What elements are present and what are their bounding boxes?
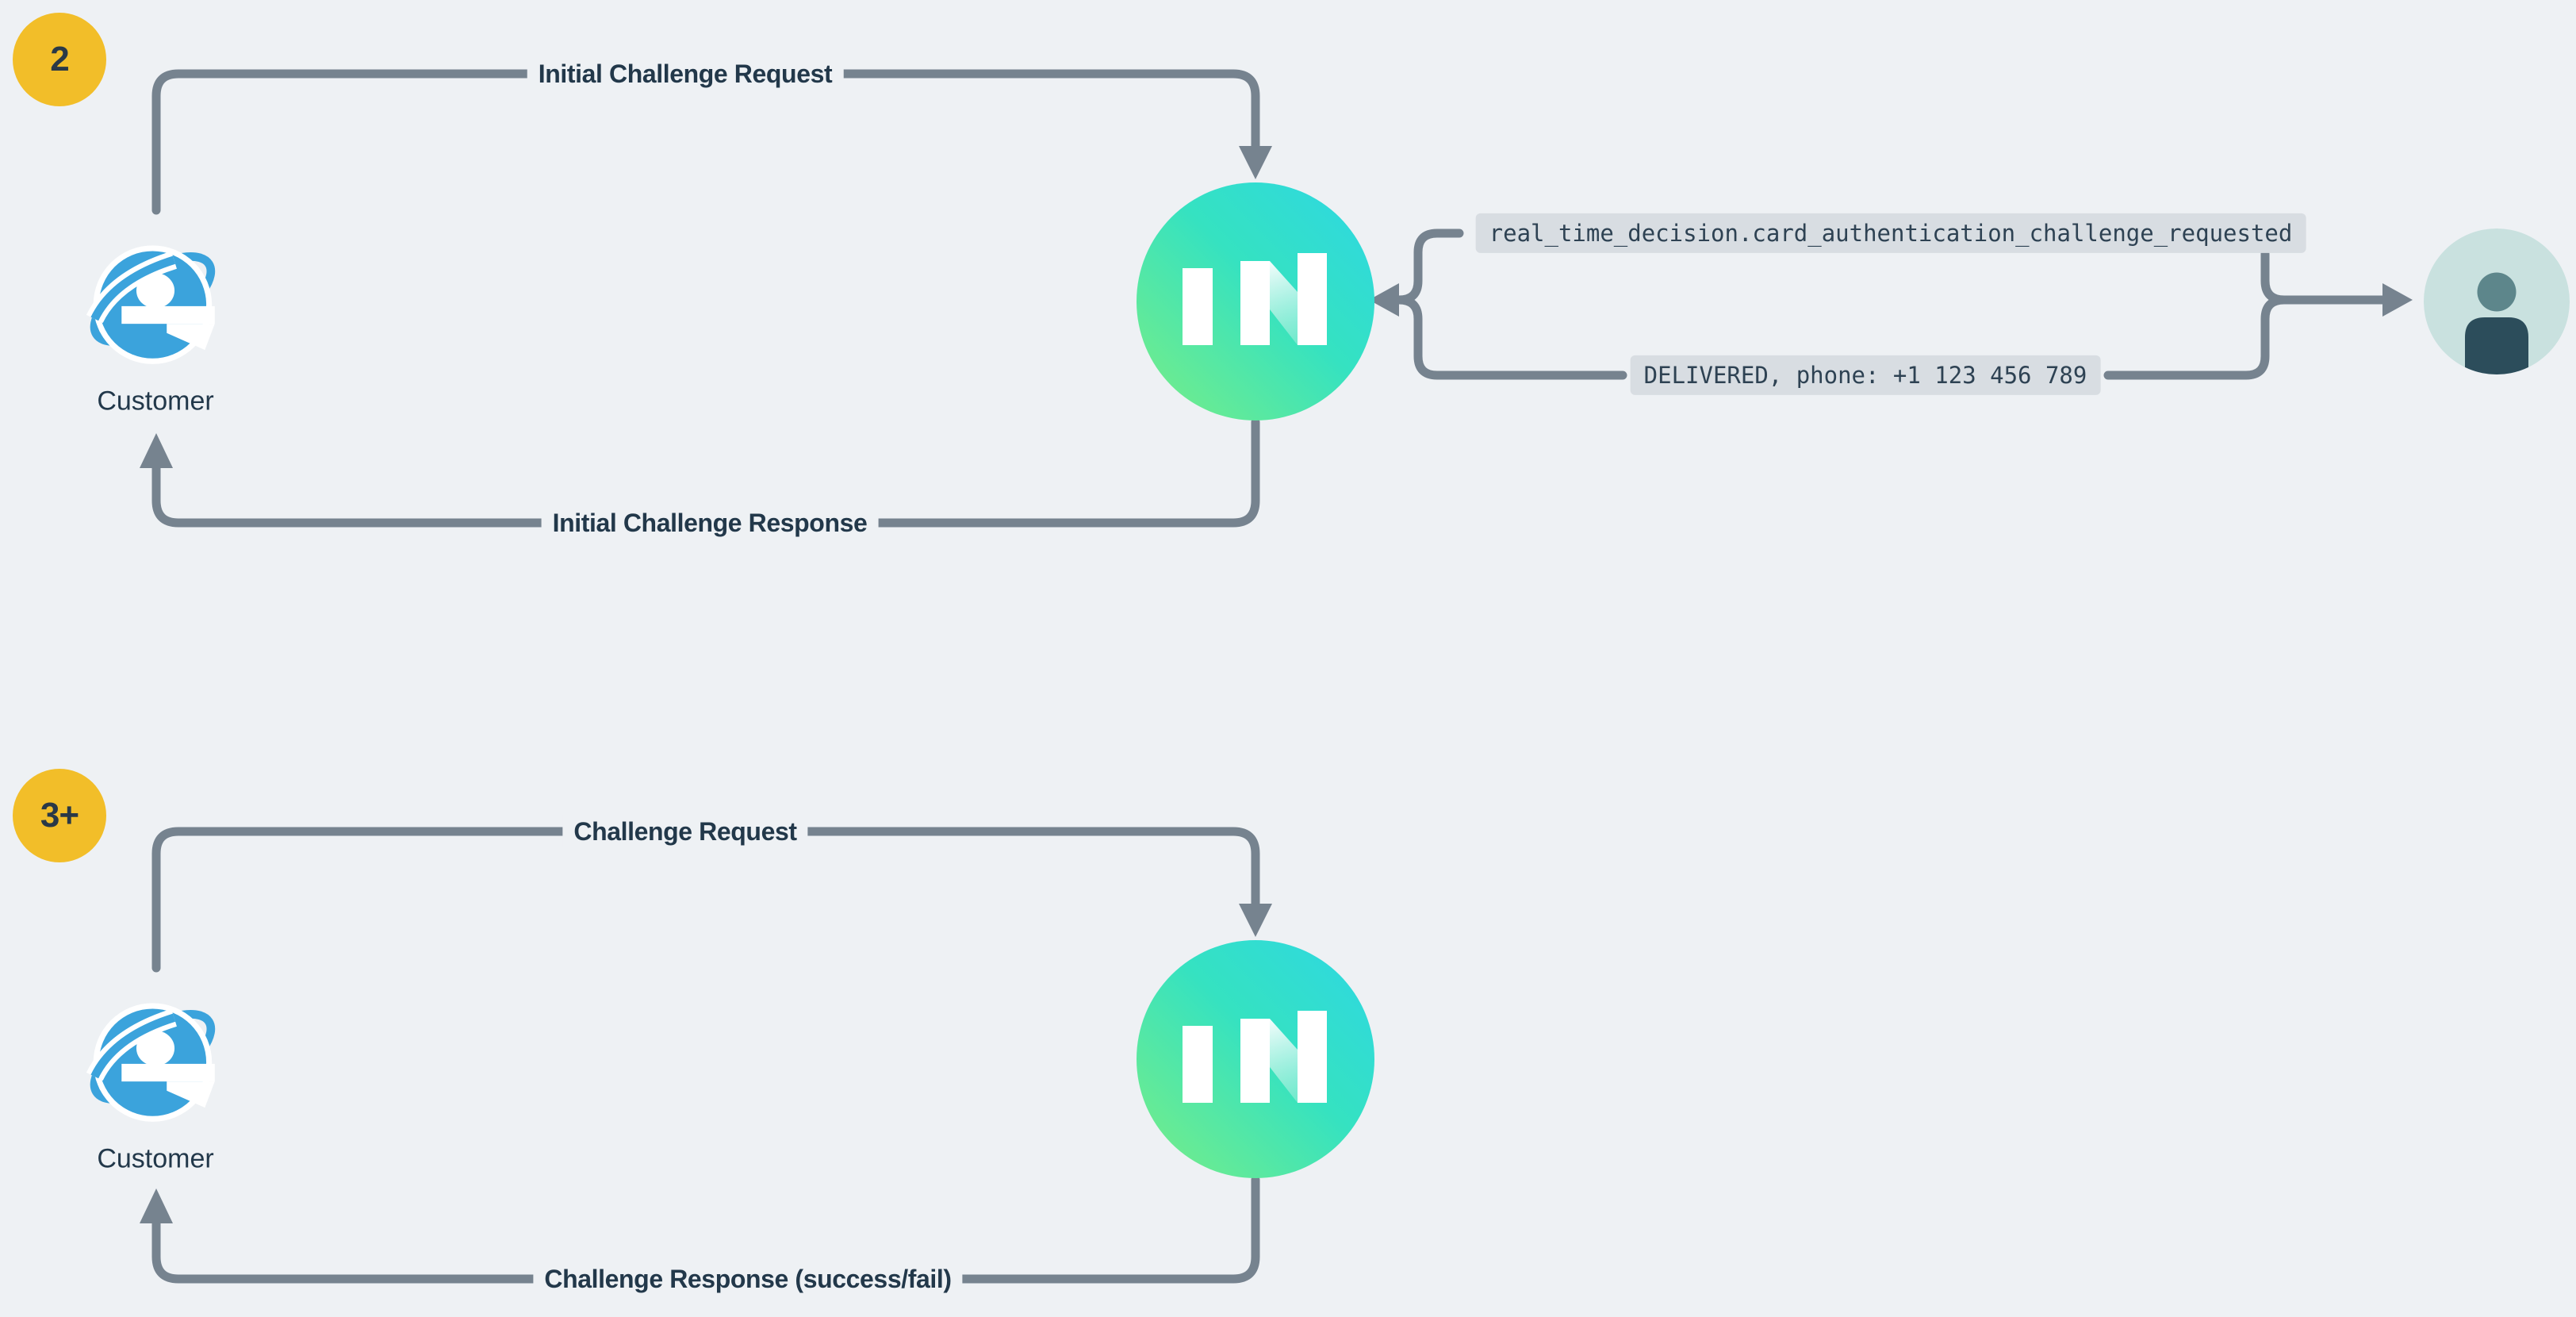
- customer-label: Customer: [97, 1143, 214, 1174]
- sms-status-chip: DELIVERED, phone: +1 123 456 789: [1630, 355, 2101, 396]
- ie-browser-icon: [85, 980, 226, 1134]
- webhook-event-chip: real_time_decision.card_authentication_c…: [1475, 213, 2306, 254]
- connector-challenge-request: [151, 827, 1260, 973]
- step-badge-number: 3+: [40, 796, 79, 835]
- ie-browser-icon: [85, 222, 226, 376]
- connector-sms-right: [2103, 295, 2289, 380]
- arrowhead-down-icon: [1239, 146, 1272, 179]
- arrowhead-up-icon: [140, 1188, 173, 1223]
- step-badge: 2: [13, 13, 106, 106]
- arrowhead-up-icon: [140, 433, 173, 468]
- customer-label: Customer: [97, 386, 214, 417]
- response-flow-label: Challenge Response (success/fail): [533, 1261, 963, 1296]
- connector-webhook-right: [2260, 249, 2387, 305]
- arrowhead-right-icon: [2382, 283, 2413, 317]
- arrowhead-down-icon: [1239, 904, 1272, 937]
- increase-logo-icon: [1137, 940, 1374, 1178]
- increase-logo-icon: [1137, 182, 1374, 420]
- connector-initial-request: [151, 69, 1260, 215]
- arrowhead-left-icon: [1369, 283, 1399, 317]
- response-flow-label: Initial Challenge Response: [541, 505, 879, 540]
- connector-sms-left: [1394, 295, 1627, 380]
- end-user-avatar-icon: [2424, 228, 2570, 374]
- connector-webhook-left: [1394, 228, 1464, 305]
- request-flow-label: Initial Challenge Request: [527, 56, 844, 91]
- request-flow-label: Challenge Request: [562, 814, 808, 849]
- step-badge-number: 2: [50, 40, 70, 79]
- step-badge: 3+: [13, 769, 106, 862]
